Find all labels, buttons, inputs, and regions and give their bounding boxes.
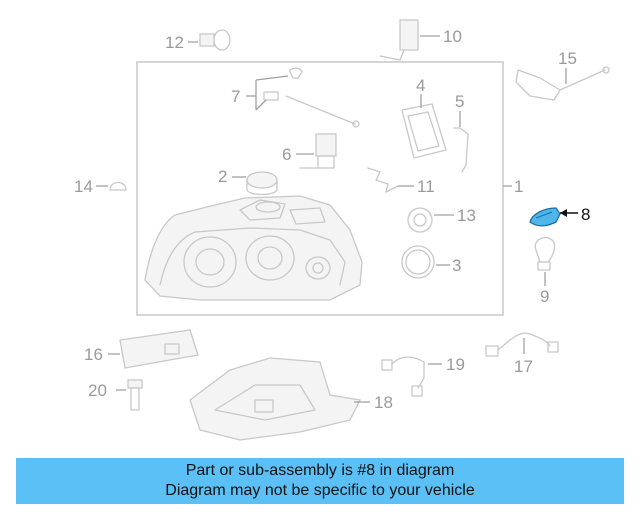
- callout-1: 1: [514, 177, 524, 196]
- callout-19: 19: [446, 355, 465, 374]
- callout-16: 16: [84, 345, 103, 364]
- part-4-bracket: [401, 103, 447, 159]
- headlamp-housing: [144, 195, 363, 301]
- callout-11: 11: [417, 177, 435, 196]
- part-19-harness: [381, 356, 425, 397]
- part-17-harness: [485, 332, 559, 357]
- part-5-wire: [453, 127, 469, 173]
- callout-6: 6: [282, 145, 292, 164]
- info-banner: Part or sub-assembly is #8 in diagram Di…: [16, 458, 624, 504]
- banner-line-1: Part or sub-assembly is #8 in diagram: [185, 462, 455, 479]
- callout-17: 17: [514, 357, 533, 376]
- part-14-cap: [109, 181, 127, 191]
- callout-4: 4: [416, 76, 426, 95]
- headlamp-assembly-frame: [136, 61, 504, 316]
- banner-line-2: Diagram may not be specific to your vehi…: [165, 482, 475, 499]
- part-6-motor: [299, 133, 337, 169]
- callout-15: 15: [558, 49, 577, 68]
- callout-18: 18: [374, 393, 393, 412]
- callout-2: 2: [218, 167, 228, 186]
- part-16-module: [119, 329, 199, 369]
- callout-3: 3: [452, 256, 462, 275]
- callout-10: 10: [443, 27, 462, 46]
- callout-7: 7: [231, 87, 241, 106]
- part-8-highlighted: [529, 207, 561, 227]
- part-12-bulb: [199, 29, 231, 51]
- part-18-shield: [189, 357, 361, 441]
- part-3-ring: [401, 245, 435, 279]
- callout-13: 13: [457, 206, 476, 225]
- part-11-clip: [367, 167, 399, 193]
- part-10-bulb: [379, 19, 419, 61]
- callout-5: 5: [455, 92, 465, 111]
- part-2-cap: [246, 171, 278, 196]
- part-20-bolt: [127, 379, 143, 411]
- callout-8: 8: [581, 205, 591, 224]
- part-9-bulb: [534, 236, 556, 271]
- part-13-socket: [407, 207, 433, 233]
- callout-14: 14: [74, 177, 93, 196]
- part-15-sensor: [515, 66, 610, 101]
- part-7-screws: [263, 67, 360, 128]
- callout-9: 9: [540, 287, 550, 306]
- callout-20: 20: [88, 381, 107, 400]
- callout-12: 12: [165, 33, 184, 52]
